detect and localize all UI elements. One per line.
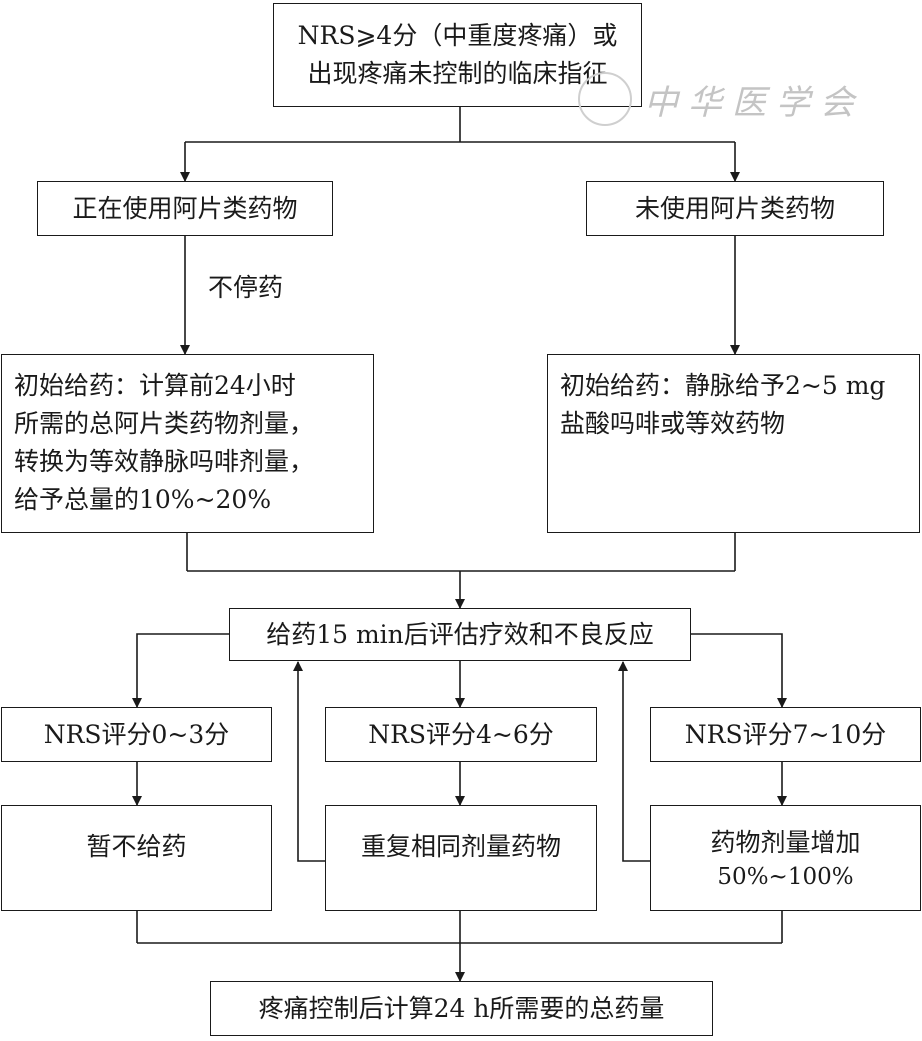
not-using-opioids-label: 未使用阿片类药物 (634, 193, 835, 223)
arrow-to-nrs-low (132, 633, 229, 708)
final-box: 疼痛控制后计算24 h所需要的总药量 (210, 981, 713, 1036)
hold-label: 暂不给药 (86, 832, 187, 861)
initial-not-using-line-1: 初始给药：静脉给予2~5 mg (560, 371, 886, 400)
watermark: 中华医学会 (578, 72, 864, 126)
start-line-2: 出现疼痛未控制的临床指征 (307, 59, 608, 88)
assess-box: 给药15 min后评估疗效和不良反应 (229, 608, 691, 661)
hold-box: 暂不给药 (1, 805, 272, 911)
nrs-mid-label: NRS评分4~6分 (368, 719, 554, 749)
initial-not-using-line-2: 盐酸吗啡或等效药物 (560, 409, 786, 438)
increase-label-line-1: 药物剂量增加 (710, 828, 861, 857)
increase-label-line-2: 50%~100% (717, 864, 854, 890)
using-opioids-label: 正在使用阿片类药物 (72, 193, 298, 223)
repeat-label: 重复相同剂量药物 (360, 832, 561, 861)
using-opioids-box: 正在使用阿片类药物 (37, 181, 333, 236)
nrs-low-label: NRS评分0~3分 (43, 719, 230, 749)
initial-using-line-3: 转换为等效静脉吗啡剂量， (14, 447, 315, 476)
initial-using-line-1: 初始给药：计算前24小时 (14, 371, 296, 400)
arrow-to-nrs-high (691, 633, 787, 708)
watermark-text: 中华医学会 (644, 82, 864, 123)
repeat-box: 重复相同剂量药物 (325, 805, 597, 911)
loop-repeat-to-assess (293, 661, 325, 862)
assess-label: 给药15 min后评估疗效和不良反应 (266, 619, 654, 649)
loop-increase-to-assess (618, 661, 650, 862)
increase-box: 药物剂量增加 50%~100% (650, 805, 921, 911)
initial-dose-using-box: 初始给药：计算前24小时 所需的总阿片类药物剂量， 转换为等效静脉吗啡剂量， 给… (1, 354, 374, 533)
initial-dose-not-using-box: 初始给药：静脉给予2~5 mg 盐酸吗啡或等效药物 (547, 354, 920, 533)
nrs-high-label: NRS评分7~10分 (684, 719, 887, 749)
nrs-low-box: NRS评分0~3分 (1, 707, 272, 762)
watermark-seal-icon (578, 72, 632, 126)
initial-using-line-2: 所需的总阿片类药物剂量， (14, 409, 315, 438)
start-line-1: NRS⩾4分（中重度疼痛）或 (297, 21, 618, 50)
final-label: 疼痛控制后计算24 h所需要的总药量 (258, 993, 665, 1023)
not-using-opioids-box: 未使用阿片类药物 (586, 181, 884, 236)
continue-drug-label: 不停药 (208, 273, 284, 302)
nrs-high-box: NRS评分7~10分 (650, 707, 921, 762)
initial-using-line-4: 给予总量的10%~20% (14, 485, 272, 514)
nrs-mid-box: NRS评分4~6分 (325, 707, 597, 762)
